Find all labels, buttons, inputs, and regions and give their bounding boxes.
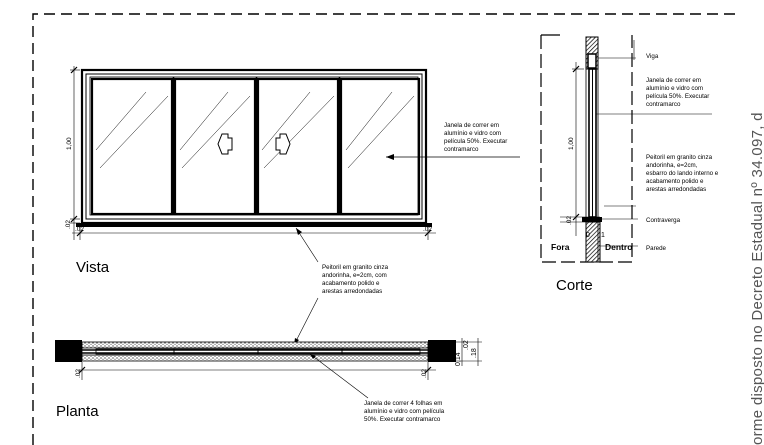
corte-base-value: .02 — [566, 216, 573, 225]
svg-text:Janela de correr 4 folhas em: Janela de correr 4 folhas em — [364, 400, 442, 407]
svg-text:alumínio e vidro com: alumínio e vidro com — [646, 85, 703, 92]
corte-bottom-b: 1 — [601, 232, 605, 239]
corte-parede-note: Parede — [646, 245, 667, 252]
svg-text:alumínio e vidro com película: alumínio e vidro com película — [364, 408, 445, 415]
svg-text:acabamento polido e: acabamento polido e — [646, 178, 704, 185]
vista-base-left-value: .02 — [65, 220, 72, 229]
vista-sill — [76, 223, 432, 227]
peitoril-note: Peitoril em granito cinza andorinha, e=2… — [293, 227, 389, 346]
planta-depth-b: .02 — [463, 340, 470, 350]
planta-wall-right — [428, 340, 456, 362]
svg-text:acabamento polido e: acabamento polido e — [322, 280, 380, 287]
vista-base-right-dim: .02 — [423, 226, 432, 233]
vista-frame-inner — [85, 73, 423, 220]
corte-title: Corte — [556, 277, 593, 294]
svg-text:esbarro do lando interno e: esbarro do lando interno e — [646, 170, 719, 177]
slide-arrow-right-icon — [275, 133, 291, 155]
planta-window-note: Janela de correr 4 folhas em alumínio e … — [309, 353, 445, 423]
corte-peitoril-note: Peitoril em granito cinza andorinha, e=2… — [646, 154, 719, 193]
planta-depth-a: 0,14 — [455, 352, 462, 366]
vista-height-value: 1,00 — [66, 137, 73, 150]
svg-text:alumínio e vidro com: alumínio e vidro com — [444, 130, 501, 137]
sheet-border — [32, 13, 740, 445]
vista-sashes — [90, 77, 421, 216]
corte-peitoril — [582, 217, 602, 222]
corte-window-note: Janela de correr em alumínio e vidro com… — [646, 77, 709, 108]
slide-arrow-left-icon — [217, 133, 233, 155]
vista-base-left-dim: .02 — [75, 226, 84, 233]
svg-text:andorinha, e=2cm,: andorinha, e=2cm, — [646, 162, 698, 169]
corte-contraverga-note: Contraverga — [646, 217, 681, 224]
svg-text:andorinha, e=2cm, com: andorinha, e=2cm, com — [322, 272, 387, 279]
corte-height-value: 1,00 — [568, 137, 575, 150]
planta-dimension — [78, 338, 482, 380]
svg-text:Janela de correr em: Janela de correr em — [444, 122, 499, 129]
vista-glass-reflections — [95, 91, 415, 169]
legal-stamp-text: orme disposto no Decreto Estadual nº 34.… — [749, 112, 764, 445]
planta-view: .02 .02 0,14 .02 .18 Planta — [55, 338, 482, 420]
dentro-label: Dentro — [605, 242, 632, 252]
planta-title: Planta — [56, 403, 99, 420]
vista-window-note: Janela de correr em alumínio e vidro com… — [386, 122, 520, 160]
svg-text:Peitoril em granito cinza: Peitoril em granito cinza — [646, 154, 713, 161]
svg-text:contramarco: contramarco — [444, 146, 479, 153]
svg-text:50%. Executar contramarco: 50%. Executar contramarco — [364, 416, 441, 423]
planta-depth-c: .18 — [471, 348, 478, 358]
vista-title: Vista — [76, 259, 110, 276]
planta-left-dim: .02 — [75, 369, 82, 378]
vista-base-dimension — [72, 226, 436, 240]
planta-wall-left — [55, 340, 82, 362]
svg-text:arestas arredondadas: arestas arredondadas — [322, 288, 382, 295]
svg-text:arestas arredondadas: arestas arredondadas — [646, 186, 706, 193]
corte-view: 1,00 .02 0 1 Fora Dentro Corte — [540, 34, 633, 294]
svg-text:película 50%. Executar: película 50%. Executar — [646, 93, 709, 100]
planta-right-dim: .02 — [421, 369, 428, 378]
corte-height-dimension — [560, 62, 600, 236]
svg-text:película 50%. Executar: película 50%. Executar — [444, 138, 507, 145]
corte-notes — [596, 40, 712, 247]
svg-text:Peitoril em granito cinza: Peitoril em granito cinza — [322, 264, 389, 271]
corte-viga-note: Viga — [646, 53, 659, 60]
vista-view: 1,00 .02 .02 .02 Vista — [65, 66, 436, 276]
vista-height-dimension — [70, 66, 80, 240]
svg-text:Janela de correr em: Janela de correr em — [646, 77, 701, 84]
svg-text:contramarco: contramarco — [646, 101, 681, 108]
fora-label: Fora — [551, 242, 570, 252]
corte-bottom-a: 0 — [586, 232, 590, 239]
